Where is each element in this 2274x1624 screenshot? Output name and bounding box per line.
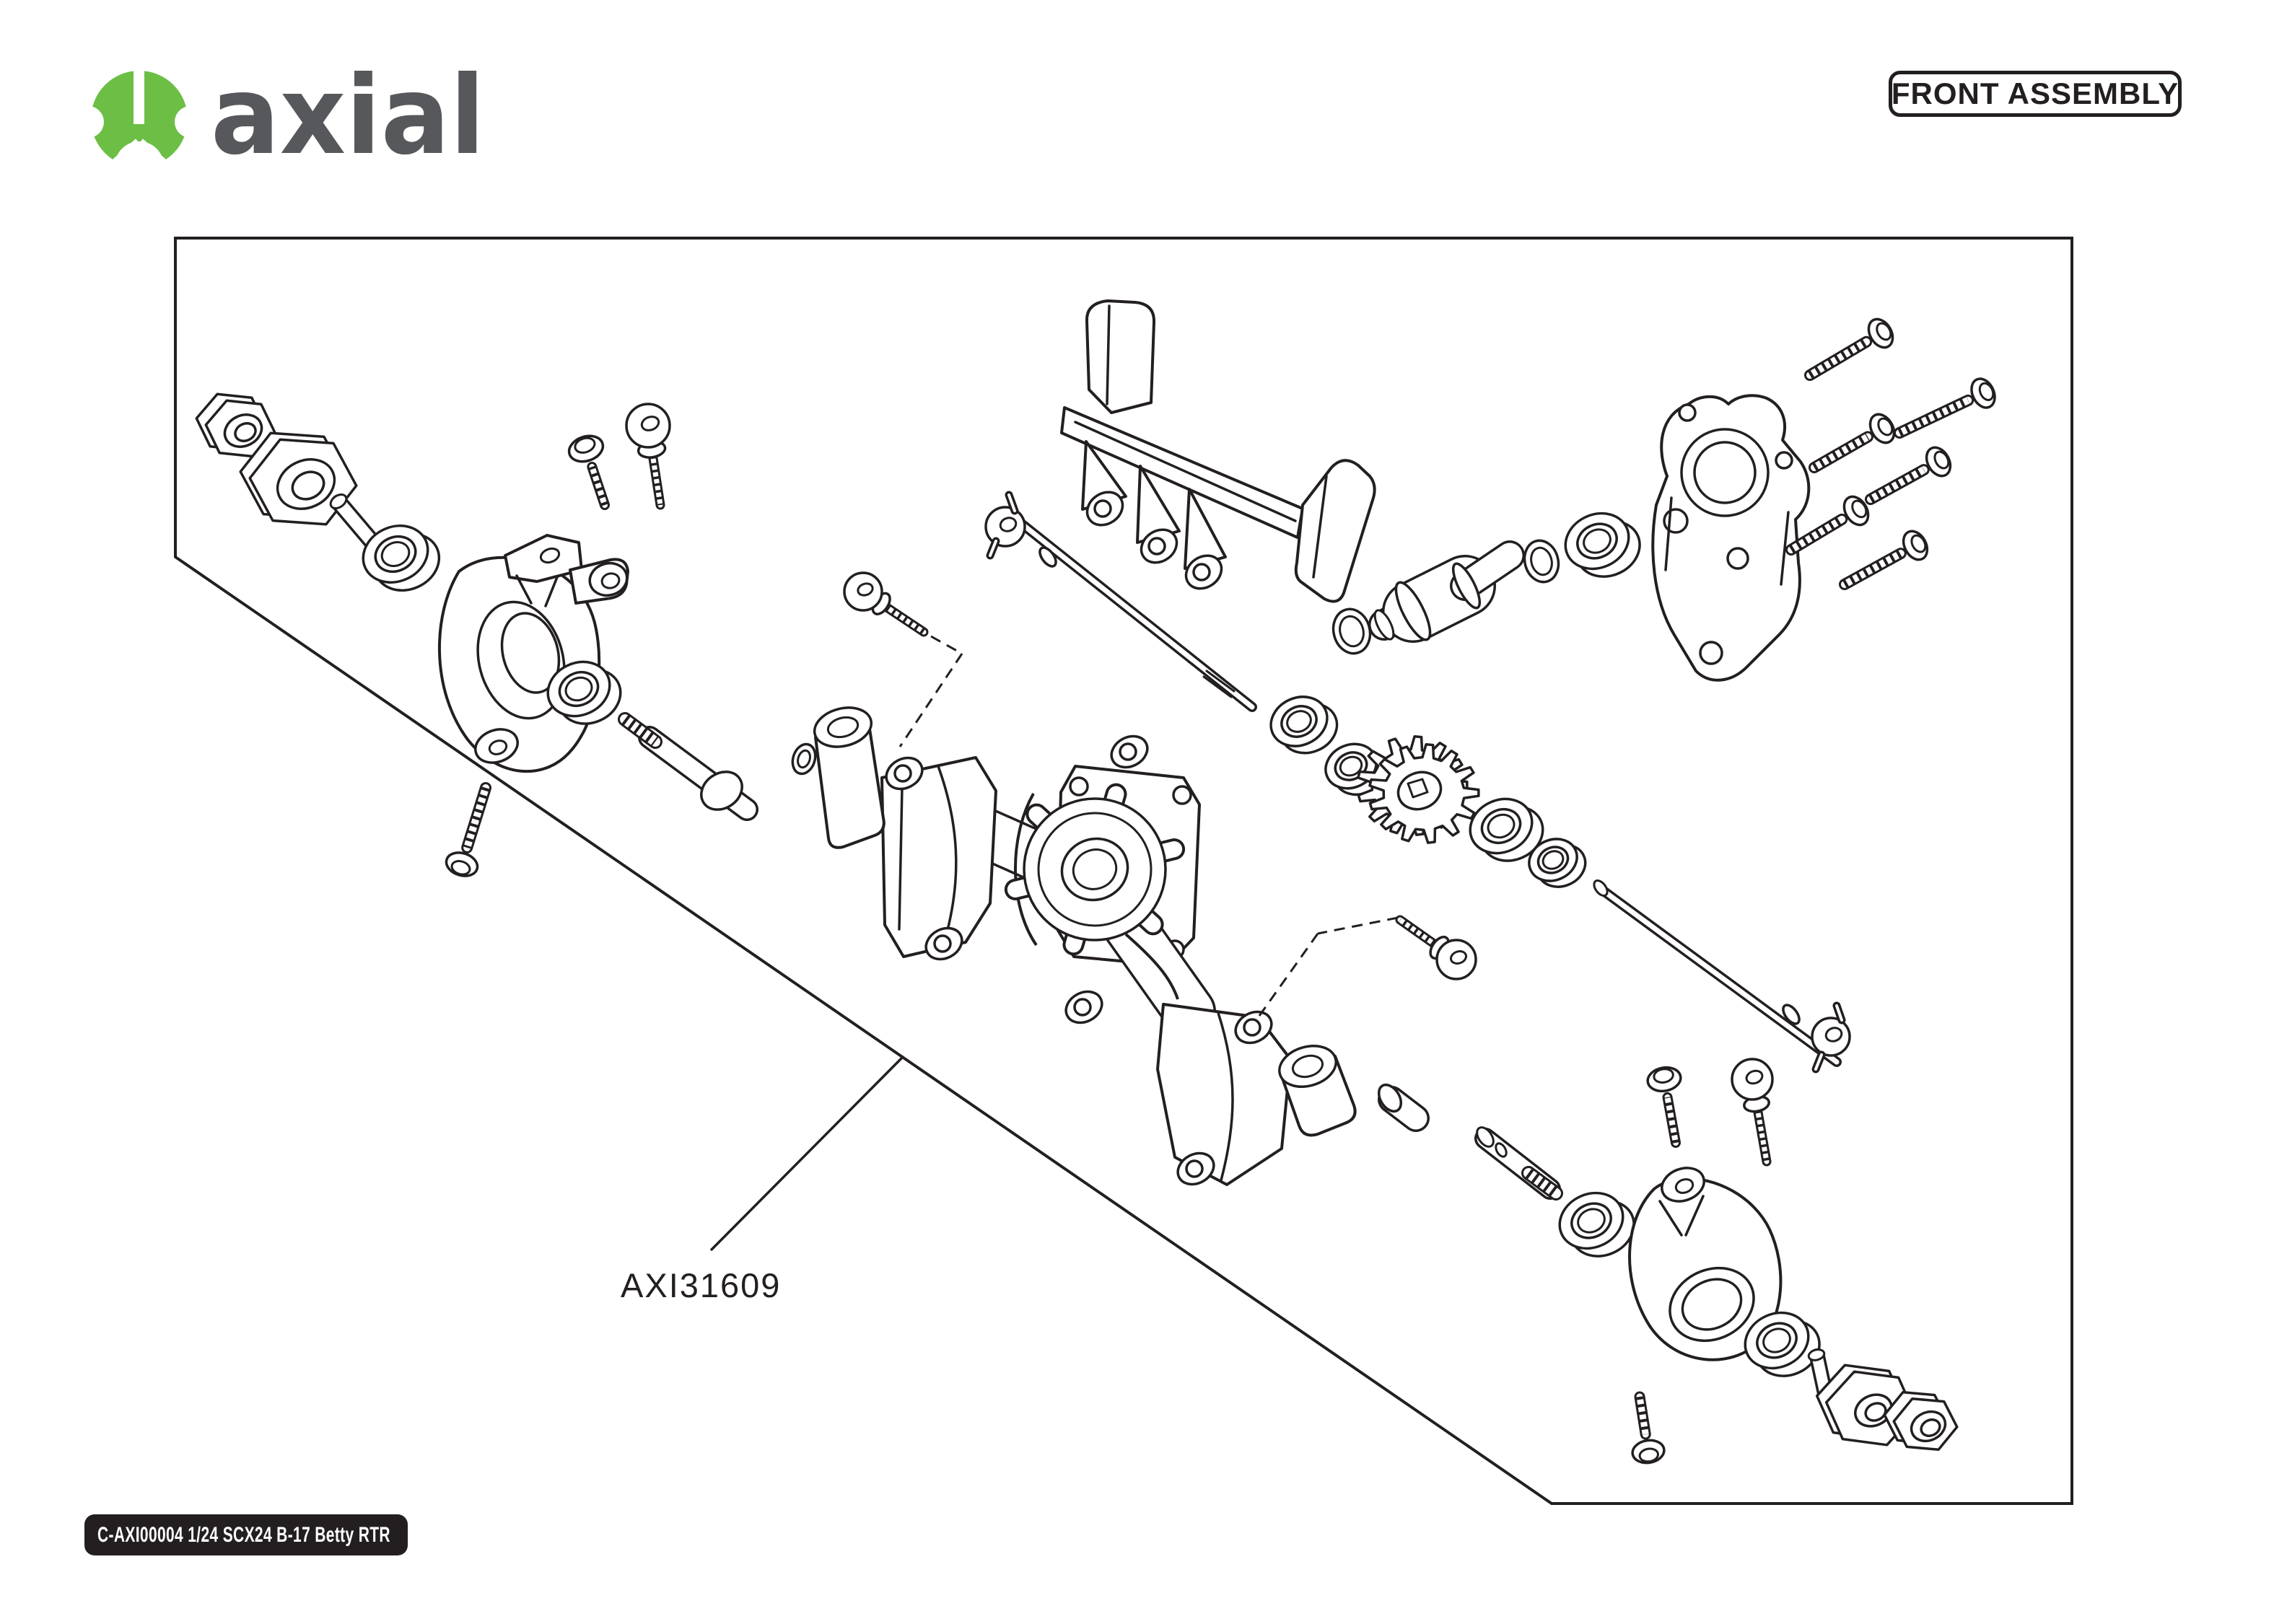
stub-axle-left [618, 712, 758, 821]
ball-stud-icon [1395, 915, 1477, 980]
ball-bearing-icon [1564, 512, 1641, 578]
diff-flange [1004, 783, 1186, 956]
kit-label-badge: C-AXI00004 1/24 SCX24 B-17 Betty RTR [84, 1514, 408, 1555]
ball-bearing-icon [1469, 797, 1544, 862]
ball-bearing-icon [1528, 838, 1587, 888]
link-mount-tab [885, 756, 924, 791]
cover-screw-icon [1839, 530, 1929, 590]
washer [791, 742, 817, 776]
drive-cup [1278, 1045, 1357, 1137]
drag-link-rod [1593, 879, 1851, 1074]
ball-bearing-icon [1269, 695, 1339, 755]
lower-link-mount-tab [1064, 990, 1103, 1024]
ball-stud-icon [625, 403, 671, 510]
pinion-shaft [1368, 540, 1525, 643]
cover-screw-icon [1894, 377, 1996, 439]
ball-stud-icon [843, 571, 929, 637]
c-hub-carrier-left [880, 756, 997, 958]
ball-bearing-icon [1744, 1311, 1821, 1377]
cover-screw-icon [1804, 317, 1894, 381]
button-screw-icon [1646, 1066, 1682, 1148]
ball-stud-icon [1731, 1058, 1774, 1167]
cover-screw-icon [1809, 413, 1896, 473]
dowel-pin [329, 493, 380, 549]
part-number-label: AXI31609 [621, 1266, 781, 1304]
servo-mount-bracket [1060, 299, 1376, 603]
button-screw-icon [445, 782, 491, 877]
spacer-bushing [1377, 1083, 1430, 1132]
assembly-badge: FRONT ASSEMBLY [1889, 71, 2182, 117]
drive-cup [813, 706, 885, 849]
o-ring [1331, 607, 1372, 655]
idler-gear-icon [1357, 734, 1480, 844]
lock-nut-icon [1883, 1390, 1959, 1452]
link-mount-tab [924, 926, 963, 961]
cover-screw-icon [1785, 495, 1870, 556]
button-screw-icon [1631, 1391, 1666, 1465]
steering-knuckle-left [437, 534, 629, 773]
ball-bearing-icon [546, 660, 622, 725]
steering-link-rod [984, 491, 1257, 712]
ball-bearing-icon [1558, 1191, 1635, 1257]
axial-logo: axial [79, 53, 485, 177]
o-ring [1523, 539, 1560, 584]
assembly-badge-label: FRONT ASSEMBLY [1891, 76, 2179, 110]
link-mount-tab [1234, 1010, 1273, 1045]
dashed-assembly-leader [1258, 916, 1399, 1017]
transmission-cover [1651, 394, 1811, 682]
axial-gear-mark-icon [79, 66, 206, 177]
link-mount-tab [1176, 1151, 1215, 1186]
kit-label-text: C-AXI00004 1/24 SCX24 B-17 Betty RTR [97, 1522, 390, 1547]
part-label-leader [709, 1055, 905, 1252]
diagram-border [174, 237, 2073, 1505]
cover-screw-icon [1865, 446, 1952, 505]
upper-link-mount-tab [1110, 734, 1149, 769]
ball-bearing-icon [362, 524, 441, 592]
stub-axle-right [1474, 1126, 1563, 1201]
logo-wordmark: axial [211, 53, 485, 177]
dashed-assembly-leader [898, 635, 963, 747]
button-screw-icon [567, 434, 610, 510]
lock-nut-icon [195, 392, 276, 458]
